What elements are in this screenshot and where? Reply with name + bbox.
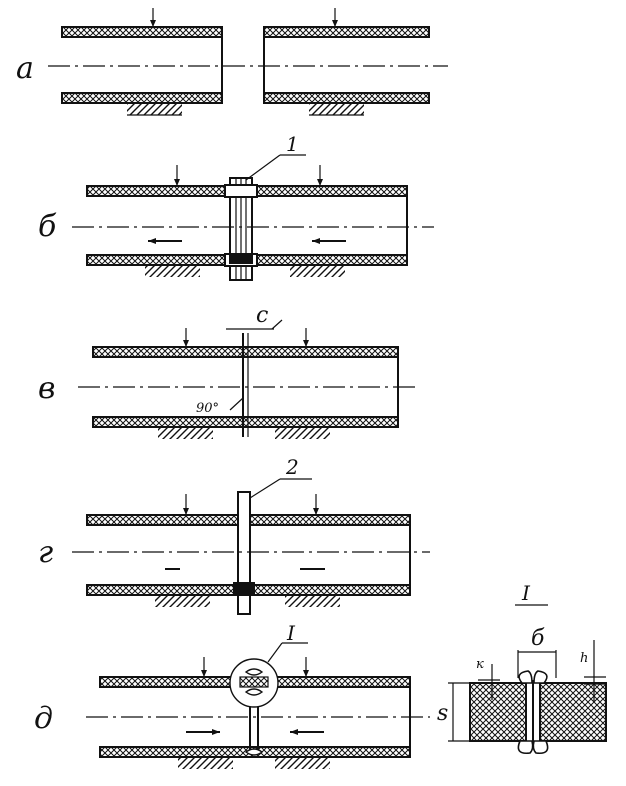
row-a-pipes (48, 8, 448, 116)
row-a-left-pipe (61, 8, 223, 116)
row-v-pipes (78, 319, 418, 439)
row-label-b: б (38, 209, 57, 244)
callout-1: 1 (286, 132, 299, 156)
row-label-g: г (38, 535, 53, 570)
dimension-b: б (531, 626, 545, 651)
callout-I: I (286, 621, 296, 645)
row-g-pipes (72, 478, 430, 615)
dimension-c: с (256, 303, 268, 328)
row-a-right-pipe (263, 8, 430, 116)
dimension-h: h (580, 651, 588, 666)
callout-2: 2 (285, 455, 299, 479)
row-label-a: а (16, 51, 34, 86)
row-d-pipes (86, 642, 430, 769)
row-b-pipes (72, 154, 434, 281)
detail-title-I: I (521, 581, 531, 605)
detail-I-section (448, 604, 607, 755)
row-label-v: в (38, 371, 55, 406)
angle-90: 90° (196, 401, 219, 416)
dimension-k: к (476, 657, 484, 672)
row-label-d: д (34, 701, 53, 736)
dimension-s: s (437, 701, 448, 726)
row-b-flange-clamp (224, 177, 258, 281)
row-g-backing-plate (233, 491, 255, 615)
